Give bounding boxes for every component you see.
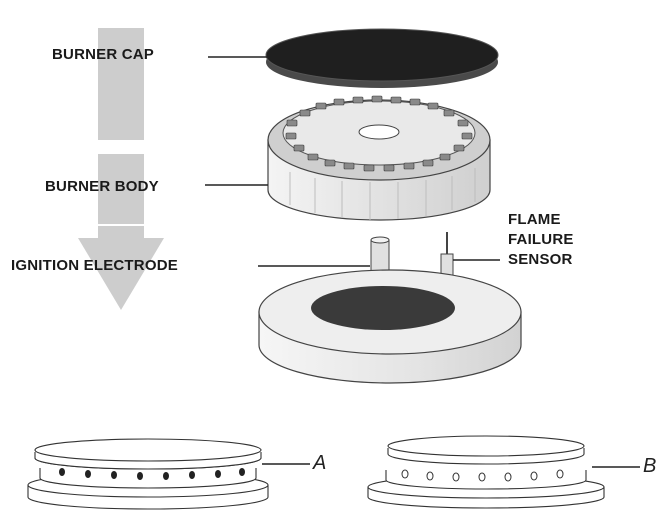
flame-failure-sensor-line-1: FLAME (508, 211, 561, 228)
ignition-electrode-label: IGNITION ELECTRODE (11, 257, 178, 274)
burner-body-label: BURNER BODY (45, 178, 159, 195)
flame-failure-sensor-line-3: SENSOR (508, 251, 573, 268)
assembly-direction-arrow (78, 28, 164, 310)
burner-body-part (267, 95, 491, 221)
burner-base-part (258, 269, 522, 384)
ignition-electrode-part (370, 236, 390, 277)
leader-lines (205, 56, 640, 468)
assembled-burner-a (27, 438, 269, 510)
flame-failure-sensor-label: FLAME FAILURE SENSOR (508, 210, 574, 270)
variant-a-label: A (313, 452, 327, 474)
flame-failure-sensor-line-2: FAILURE (508, 231, 574, 248)
burner-cap-label: BURNER CAP (52, 46, 155, 63)
burner-port-slots (285, 95, 473, 172)
burner-cap-part (265, 28, 499, 88)
flame-failure-sensor-part (440, 232, 454, 277)
variant-b-label: B (643, 455, 657, 477)
assembled-burner-b (367, 435, 605, 509)
